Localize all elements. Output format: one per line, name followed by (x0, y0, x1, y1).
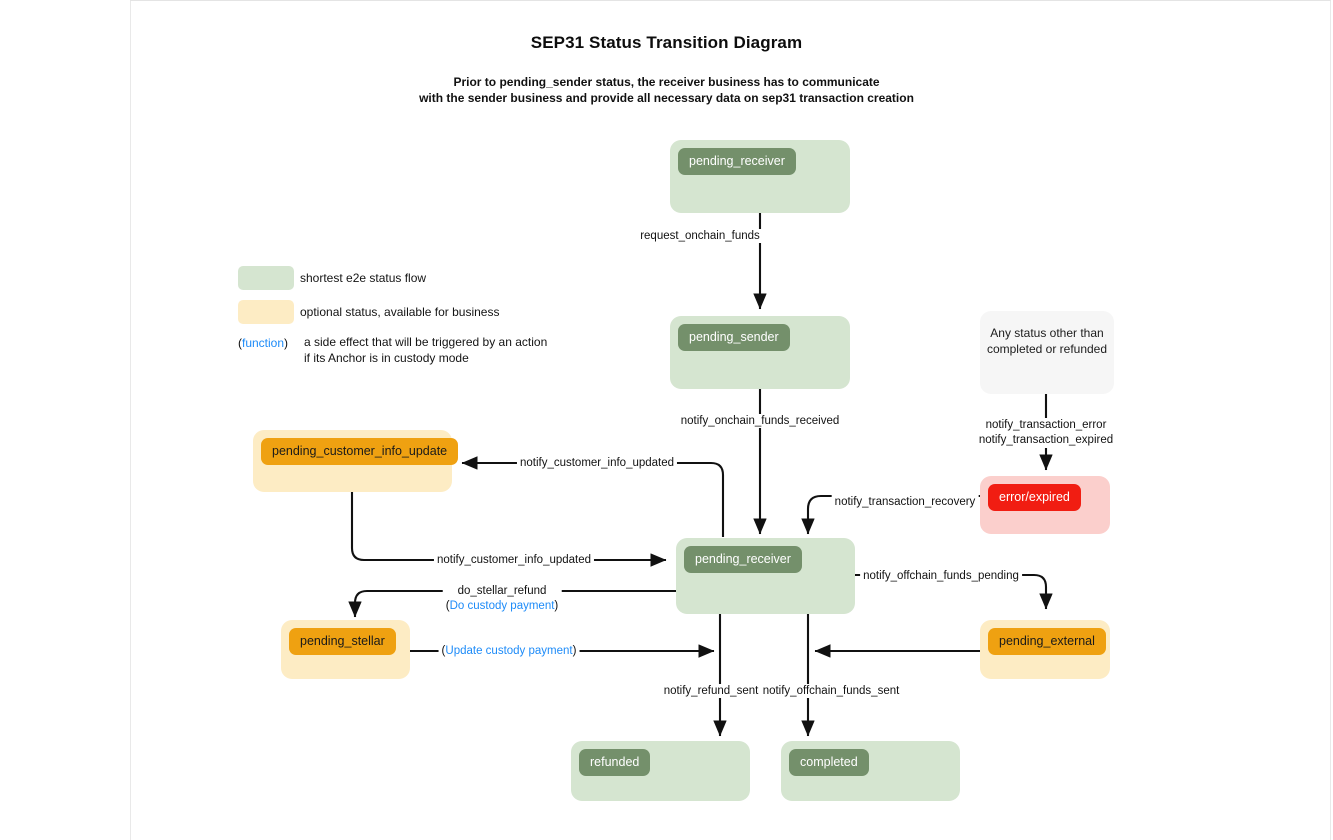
node-label-pending-customer-info-update: pending_customer_info_update (261, 438, 459, 465)
node-pending-receiver-top[interactable]: pending_receiver (670, 140, 850, 213)
edge-label-notify-onchain-funds-received: notify_onchain_funds_received (677, 414, 843, 428)
node-label-any-status-line2: completed or refunded (986, 342, 1108, 356)
node-error-expired[interactable]: error/expired (980, 476, 1110, 534)
node-pending-sender[interactable]: pending_sender (670, 316, 850, 389)
edge-label-notify-transaction-recovery: notify_transaction_recovery (831, 495, 979, 509)
legend-function-close-paren: ) (284, 336, 289, 350)
edge-label-do-custody-payment: (Do custody payment) (445, 600, 559, 612)
legend-function-line2: if its Anchor is in custody mode (304, 351, 469, 365)
node-label-pending-external: pending_external (988, 628, 1106, 655)
node-label-completed: completed (789, 749, 869, 776)
edge-label-request-onchain-funds: request_onchain_funds (637, 229, 763, 243)
legend-function-open-paren: ( (238, 336, 242, 350)
node-pending-external[interactable]: pending_external (980, 620, 1110, 679)
legend-swatch-amber (238, 300, 294, 324)
edge-label-notify-customer-info-updated-up: notify_customer_info_updated (516, 456, 678, 470)
node-label-refunded: refunded (579, 749, 651, 776)
edge-label-do-stellar-refund-action: do_stellar_refund (457, 585, 547, 597)
node-pending-stellar[interactable]: pending_stellar (281, 620, 410, 679)
edge-notify-customer-info-updated-up (461, 456, 725, 537)
node-any-status-other[interactable]: Any status other than completed or refun… (980, 311, 1114, 394)
page-frame-left (130, 0, 131, 840)
node-label-pending-sender: pending_sender (678, 324, 790, 351)
node-pending-receiver-mid[interactable]: pending_receiver (676, 538, 855, 614)
node-label-pending-stellar: pending_stellar (289, 628, 396, 655)
page-subtitle-line1: Prior to pending_sender status, the rece… (453, 75, 880, 89)
node-pending-customer-info-update[interactable]: pending_customer_info_update (253, 430, 459, 492)
edge-label-notify-refund-sent: notify_refund_sent (660, 684, 762, 698)
legend-label-green: shortest e2e status flow (300, 271, 427, 285)
page-title: SEP31 Status Transition Diagram (530, 33, 803, 52)
page-frame-top (130, 0, 1331, 1)
legend-label-amber: optional status, available for business (300, 305, 500, 319)
edge-label-notify-offchain-funds-pending: notify_offchain_funds_pending (860, 569, 1022, 583)
page-frame-right (1330, 0, 1331, 840)
edge-do-stellar-refund (348, 589, 676, 618)
node-label-pending-receiver-mid: pending_receiver (684, 546, 802, 573)
page-subtitle-line2: with the sender business and provide all… (419, 91, 914, 105)
legend-function-token: (function) (238, 335, 288, 351)
edge-label-update-custody-payment: (Update custody payment) (438, 644, 580, 658)
edge-label-notify-offchain-funds-sent: notify_offchain_funds_sent (759, 684, 903, 698)
node-label-any-status-line1: Any status other than (990, 326, 1104, 340)
node-label-any-status-other: Any status other than completed or refun… (980, 325, 1114, 357)
edge-notify-offchain-funds-pending (855, 573, 1053, 610)
edge-label-notify-customer-info-updated-down: notify_customer_info_updated (433, 553, 595, 567)
legend-function-line1: a side effect that will be triggered by … (304, 335, 548, 349)
page-subtitle: Prior to pending_sender status, the rece… (0, 74, 1333, 106)
legend-function-word: function (242, 336, 285, 350)
edge-notify-transaction-recovery (801, 494, 986, 535)
edge-label-notify-transaction-error: notify_transaction_error (985, 419, 1107, 431)
edge-label-notify-transaction-expired: notify_transaction_expired (978, 434, 1114, 446)
node-label-error-expired: error/expired (988, 484, 1081, 511)
legend-swatch-green (238, 266, 294, 290)
node-refunded[interactable]: refunded (571, 741, 750, 801)
node-label-pending-receiver-top: pending_receiver (678, 148, 796, 175)
edge-notify-customer-info-updated-down (350, 492, 667, 567)
edge-label-do-stellar-refund: do_stellar_refund (Do custody payment) (442, 584, 562, 614)
edge-label-notify-transaction-error-expired: notify_transaction_error notify_transact… (975, 418, 1117, 448)
node-completed[interactable]: completed (781, 741, 960, 801)
